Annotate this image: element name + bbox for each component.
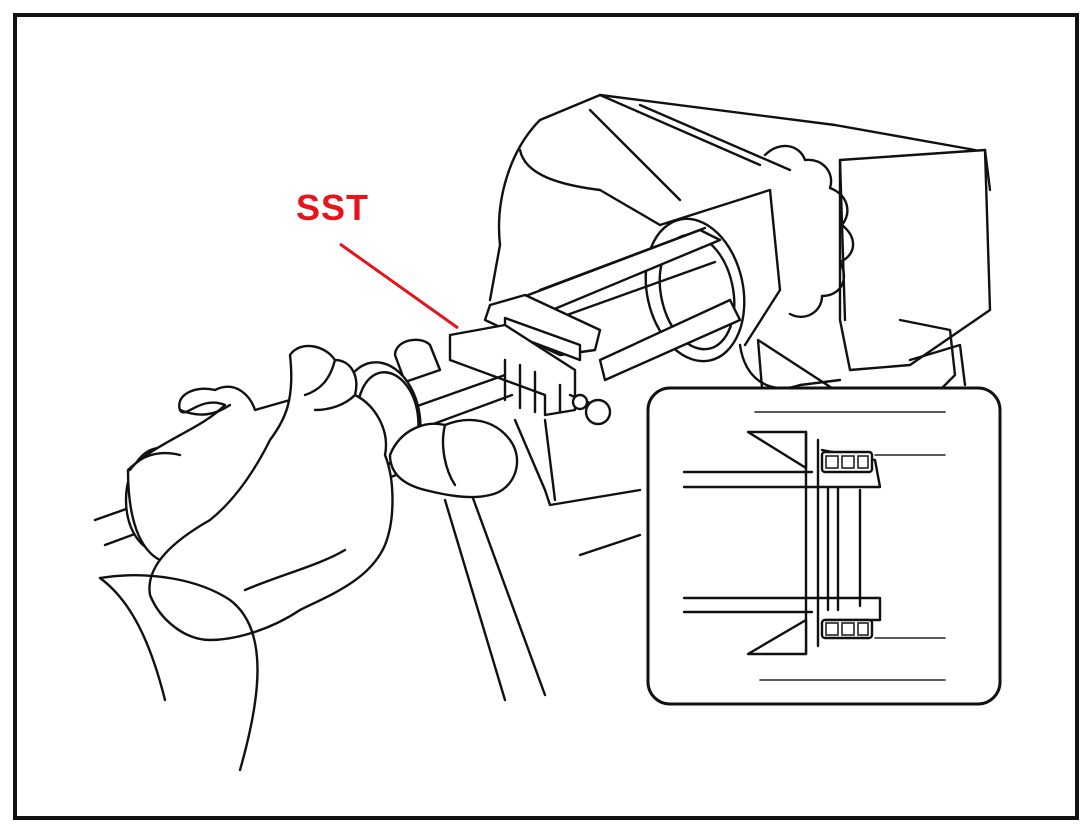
sst-callout-label: SST xyxy=(296,187,370,228)
inset-pointer xyxy=(756,338,840,394)
bearing-puller-tool xyxy=(448,226,742,426)
gloved-hand xyxy=(98,344,519,772)
bench-vise xyxy=(443,93,992,702)
sst-leader-line xyxy=(339,242,459,330)
bearing-detail-inset xyxy=(646,386,1002,706)
